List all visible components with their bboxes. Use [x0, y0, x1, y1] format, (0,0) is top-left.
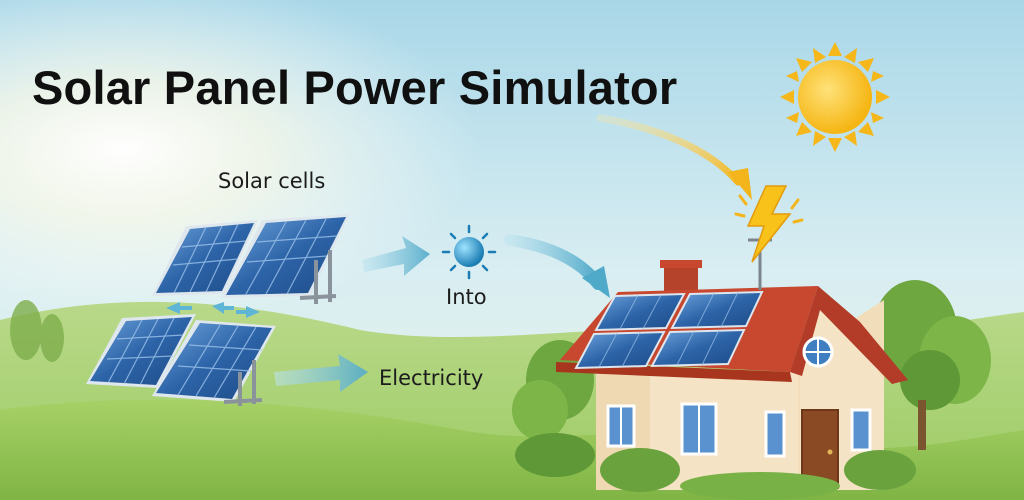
trees — [512, 280, 991, 477]
label-electricity: Electricity — [379, 366, 484, 390]
solar-panel-array — [86, 214, 350, 406]
lightning-icon — [734, 185, 804, 263]
label-into: Into — [446, 285, 487, 309]
label-solar-cells: Solar cells — [218, 169, 326, 193]
energy-orb-icon — [441, 224, 497, 280]
house — [556, 238, 916, 500]
sun-icon — [780, 42, 890, 152]
page-title: Solar Panel Power Simulator — [32, 61, 678, 114]
